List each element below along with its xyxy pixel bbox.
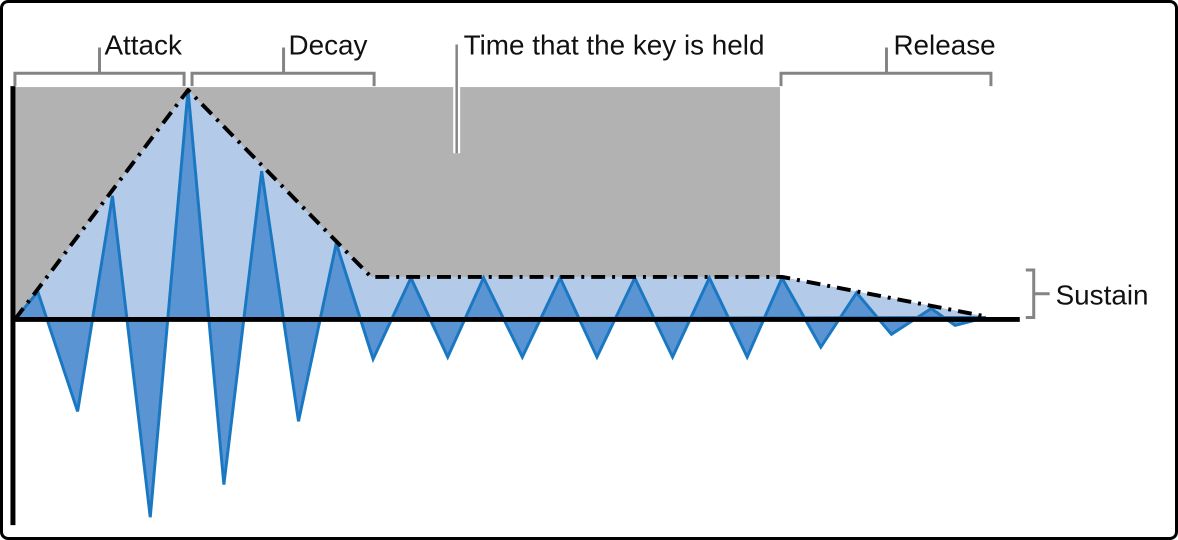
attack-bracket xyxy=(13,47,186,87)
decay-bracket xyxy=(190,47,376,87)
decay-label: Decay xyxy=(289,29,368,60)
adsr-diagram: Attack Decay Time that the key is held R… xyxy=(10,29,1149,526)
sustain-label: Sustain xyxy=(1056,280,1149,311)
release-label: Release xyxy=(893,29,995,60)
attack-label: Attack xyxy=(104,29,182,60)
sustain-bracket xyxy=(1025,268,1050,319)
hold-label: Time that the key is held xyxy=(464,29,765,60)
release-bracket xyxy=(779,47,993,87)
waveform-shape xyxy=(11,89,987,518)
envelope-line xyxy=(13,88,987,321)
